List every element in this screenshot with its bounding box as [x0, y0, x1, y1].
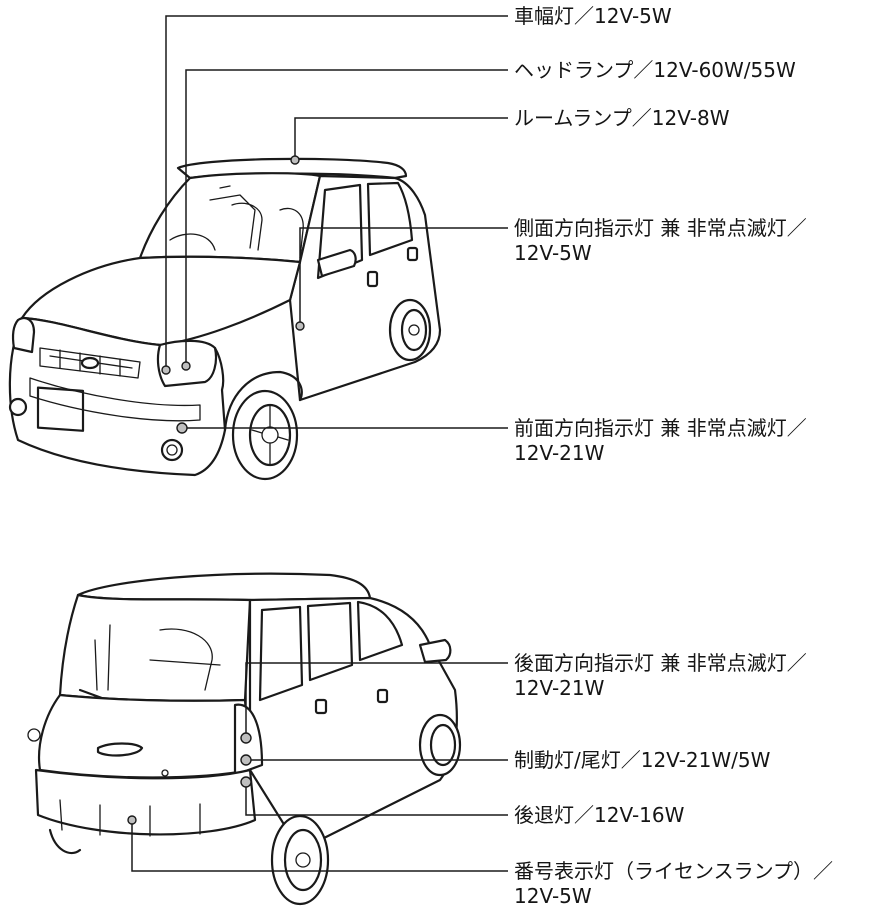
license-bulb — [127, 815, 137, 825]
label-front-turn: 前面方向指示灯 兼 非常点滅灯／ 12V-21W — [514, 416, 807, 465]
label-reverse: 後退灯／12V-16W — [514, 803, 685, 827]
rear-view-car — [27, 572, 462, 906]
front-view-car — [8, 157, 442, 481]
room-lamp-bulb — [290, 155, 300, 165]
rear-leader-lines — [127, 662, 508, 872]
front-turn-bulb — [176, 422, 188, 434]
label-headlamp: ヘッドランプ／12V-60W/55W — [514, 58, 796, 82]
leader-license — [131, 824, 508, 872]
leader-rear-turn — [245, 662, 508, 734]
front-leader-lines — [161, 15, 508, 434]
leader-side-turn — [299, 227, 508, 323]
label-brake-tail: 制動灯/尾灯／12V-21W/5W — [514, 748, 771, 772]
leader-side-marker — [165, 15, 508, 368]
leader-headlamp — [185, 69, 508, 364]
label-side-turn: 側面方向指示灯 兼 非常点滅灯／ 12V-5W — [514, 216, 807, 265]
side-turn-bulb — [295, 321, 305, 331]
label-room-lamp: ルームランプ／12V-8W — [514, 106, 730, 130]
reverse-bulb — [240, 776, 252, 788]
leader-room-lamp — [294, 117, 508, 157]
side-marker-bulb — [161, 365, 171, 375]
brake-tail-bulb — [240, 754, 252, 766]
rear-turn-bulb — [240, 732, 252, 744]
leader-reverse — [245, 786, 508, 816]
label-rear-turn: 後面方向指示灯 兼 非常点滅灯／ 12V-21W — [514, 651, 807, 700]
label-license-plate: 番号表示灯（ライセンスランプ）／ 12V-5W — [514, 859, 833, 908]
label-side-marker: 車幅灯／12V-5W — [514, 4, 672, 28]
headlamp-bulb — [181, 361, 191, 371]
